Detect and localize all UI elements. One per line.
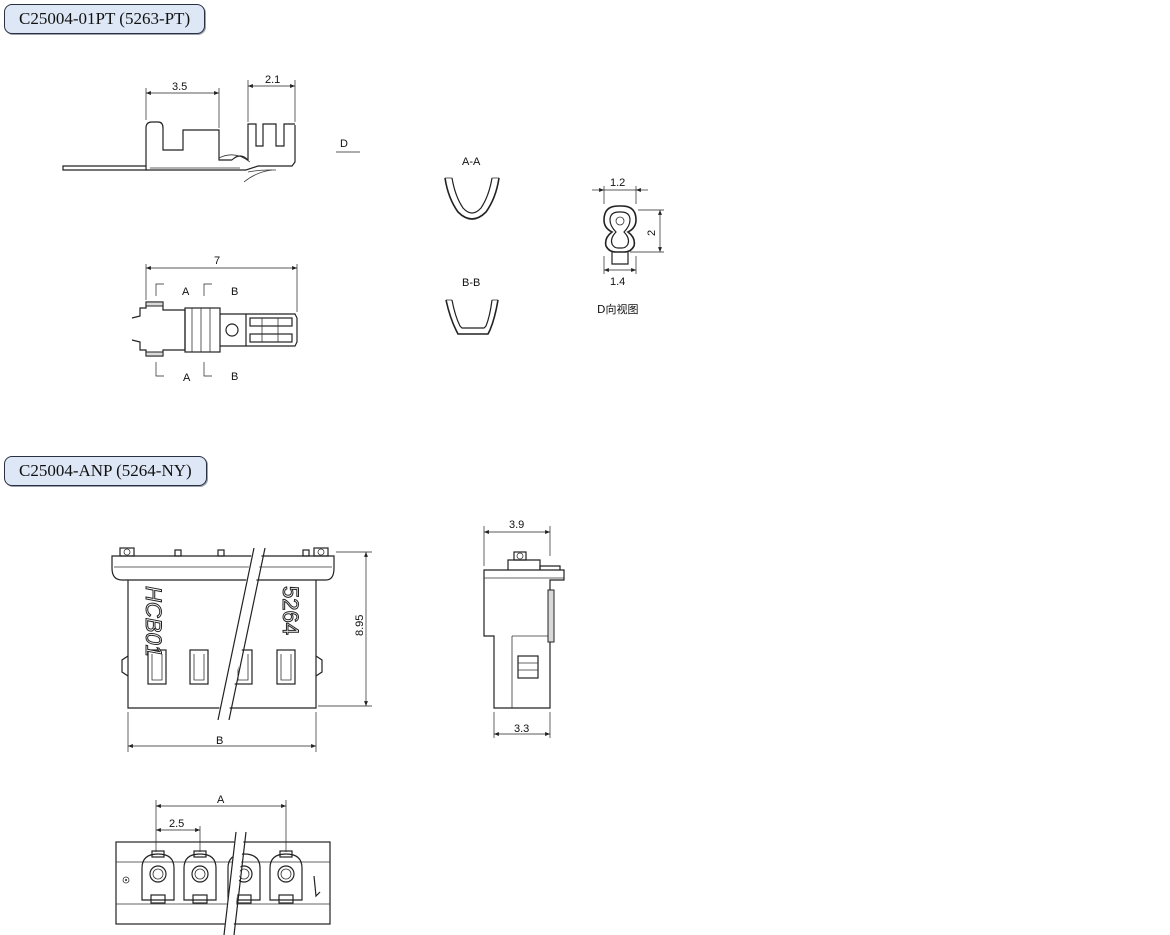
- dim-a-label: A: [217, 794, 225, 806]
- housing-side-view: [483, 526, 565, 738]
- cavity-4: [269, 850, 303, 904]
- section-title-terminal: C25004-01PT (5263-PT): [4, 4, 206, 34]
- dim-1-2-label: 1.2: [610, 177, 625, 189]
- housing-front-view: [111, 546, 372, 752]
- section-aa-profile: [444, 177, 500, 220]
- dim-2-5-label: 2.5: [169, 818, 184, 830]
- section-a-bottom-label: A: [183, 372, 191, 384]
- dim-b-label: B: [216, 735, 223, 747]
- dim-2-1-label: 2.1: [265, 74, 280, 86]
- terminal-top-view: [131, 264, 298, 377]
- section-b-bottom-label: B: [231, 371, 238, 383]
- section-a-top-label: A: [182, 286, 190, 298]
- view-d-label: D: [340, 138, 348, 150]
- section-aa-label: A-A: [462, 156, 481, 168]
- housing-bottom-view: [115, 800, 331, 935]
- section-b-top-label: B: [231, 286, 238, 298]
- section-bb-profile: [445, 299, 499, 335]
- dim-8-95-label: 8.95: [354, 615, 366, 636]
- terminal-side-view: [62, 80, 360, 183]
- dim-3-5-label: 3.5: [172, 81, 187, 93]
- cavity-1: [141, 850, 175, 904]
- dim-3-3-label: 3.3: [514, 723, 529, 735]
- dim-3-9-label: 3.9: [509, 519, 524, 531]
- dim-2-label: 2: [646, 230, 658, 236]
- cavity-2: [183, 850, 217, 904]
- d-view-caption: D向视图: [597, 302, 638, 316]
- section-title-housing: C25004-ANP (5264-NY): [4, 456, 207, 486]
- d-view-profile: [592, 186, 664, 274]
- housing-marking-left: HCB01: [141, 586, 166, 657]
- dim-1-4-label: 1.4: [610, 276, 625, 288]
- section-bb-label: B-B: [462, 277, 480, 289]
- dim-7-label: 7: [214, 255, 220, 267]
- housing-marking-right: 5264: [278, 586, 303, 635]
